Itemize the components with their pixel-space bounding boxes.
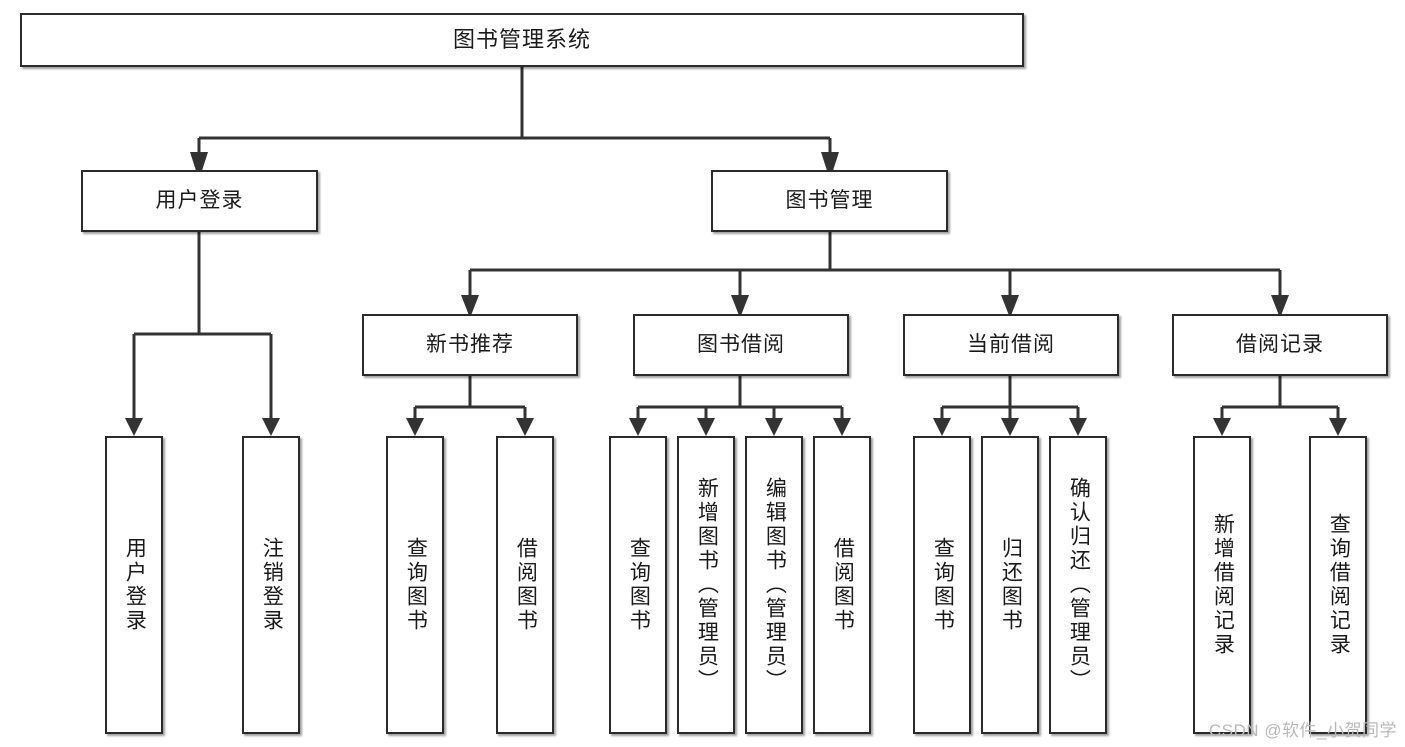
node-label: 当前借阅 bbox=[967, 333, 1055, 357]
leaf-new-book-query[interactable]: 查询图书 bbox=[386, 436, 444, 734]
leaf-current-borrow-confirm-return[interactable]: 确认归还（管理员） bbox=[1049, 436, 1107, 734]
leaf-borrow-record-query[interactable]: 查询借阅记录 bbox=[1309, 436, 1367, 734]
node-label: 新增借阅记录 bbox=[1211, 513, 1235, 657]
node-current-borrow[interactable]: 当前借阅 bbox=[903, 314, 1119, 376]
csdn-watermark: CSDN @软件_小贺同学 bbox=[1208, 721, 1397, 740]
node-label: 归还图书 bbox=[999, 537, 1023, 633]
node-label: 新书推荐 bbox=[426, 333, 514, 357]
node-book-management[interactable]: 图书管理 bbox=[711, 170, 948, 232]
leaf-book-borrow-add[interactable]: 新增图书（管理员） bbox=[677, 436, 735, 734]
node-label: 图书管理 bbox=[785, 189, 874, 213]
node-label: 图书借阅 bbox=[697, 333, 785, 357]
node-label: 借阅记录 bbox=[1236, 333, 1324, 357]
node-label: 查询图书 bbox=[931, 537, 955, 633]
node-label: 借阅图书 bbox=[514, 537, 538, 633]
leaf-book-borrow-borrow[interactable]: 借阅图书 bbox=[813, 436, 871, 734]
node-label: 图书管理系统 bbox=[452, 26, 591, 52]
node-root-system[interactable]: 图书管理系统 bbox=[20, 13, 1024, 67]
leaf-borrow-record-add[interactable]: 新增借阅记录 bbox=[1193, 436, 1251, 734]
node-label: 新增图书（管理员） bbox=[695, 477, 719, 693]
node-label: 注销登录 bbox=[260, 537, 284, 633]
node-label: 编辑图书（管理员） bbox=[763, 477, 787, 693]
node-borrow-record[interactable]: 借阅记录 bbox=[1172, 314, 1388, 376]
node-book-borrow[interactable]: 图书借阅 bbox=[633, 314, 849, 376]
node-label: 用户登录 bbox=[155, 189, 244, 213]
node-label: 用户登录 bbox=[123, 537, 147, 633]
node-label: 查询图书 bbox=[627, 537, 651, 633]
leaf-current-borrow-query[interactable]: 查询图书 bbox=[913, 436, 971, 734]
node-label: 确认归还（管理员） bbox=[1067, 477, 1091, 693]
node-label: 借阅图书 bbox=[831, 537, 855, 633]
node-label: 查询借阅记录 bbox=[1327, 513, 1351, 657]
node-user-login[interactable]: 用户登录 bbox=[81, 170, 318, 232]
leaf-user-login-logout[interactable]: 注销登录 bbox=[242, 436, 300, 734]
leaf-new-book-borrow[interactable]: 借阅图书 bbox=[496, 436, 554, 734]
leaf-user-login-login[interactable]: 用户登录 bbox=[105, 436, 163, 734]
leaf-book-borrow-query[interactable]: 查询图书 bbox=[609, 436, 667, 734]
node-new-book-recommend[interactable]: 新书推荐 bbox=[362, 314, 578, 376]
leaf-current-borrow-return[interactable]: 归还图书 bbox=[981, 436, 1039, 734]
node-label: 查询图书 bbox=[404, 537, 428, 633]
leaf-book-borrow-edit[interactable]: 编辑图书（管理员） bbox=[745, 436, 803, 734]
